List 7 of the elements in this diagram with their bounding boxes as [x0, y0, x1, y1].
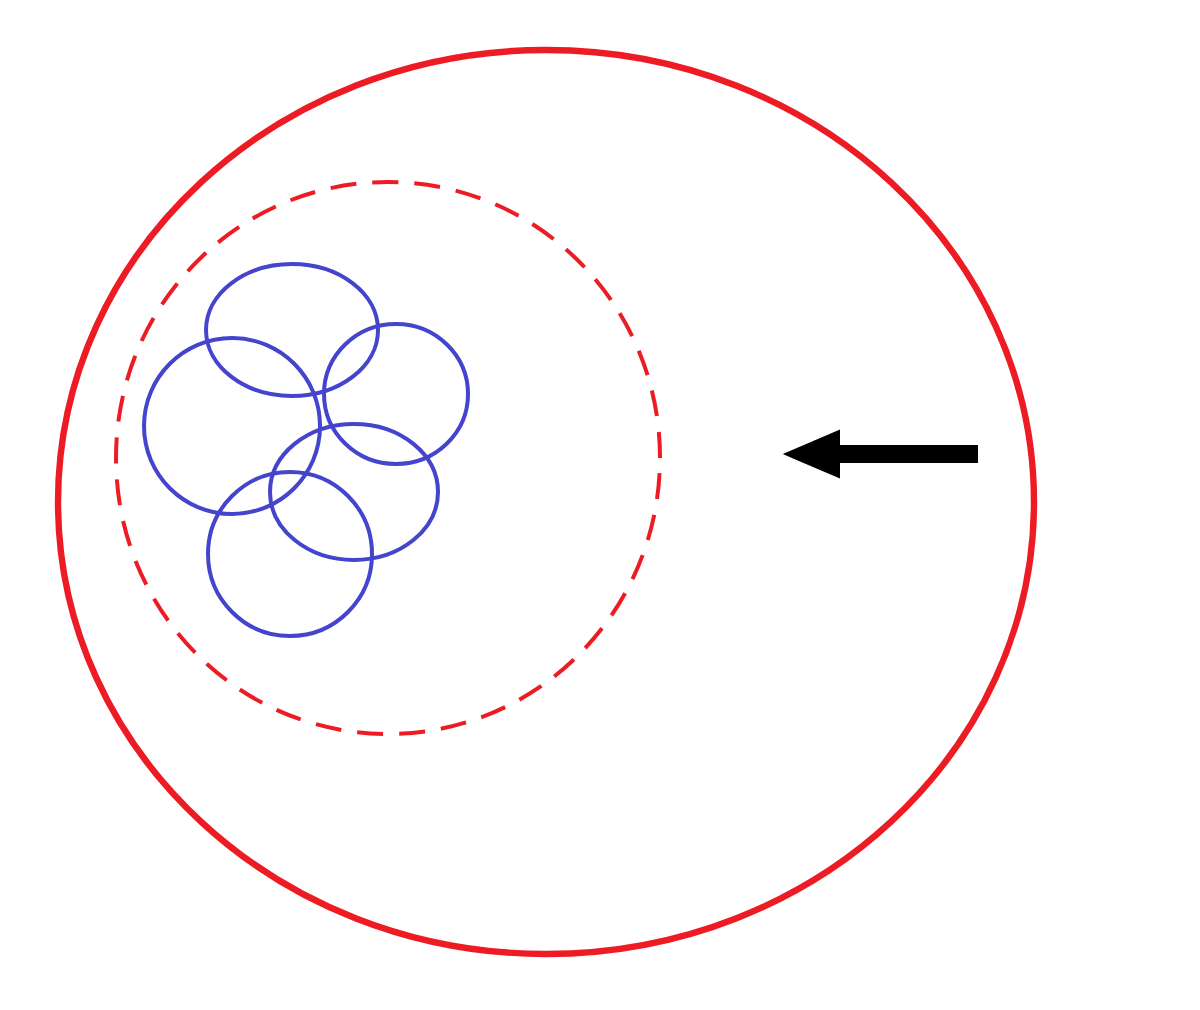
- circle: [322, 322, 470, 466]
- circle: [54, 46, 1038, 958]
- circle: [142, 336, 322, 516]
- circle: [268, 422, 440, 562]
- circle: [204, 262, 380, 398]
- circle: [206, 470, 374, 638]
- circle: [114, 180, 662, 736]
